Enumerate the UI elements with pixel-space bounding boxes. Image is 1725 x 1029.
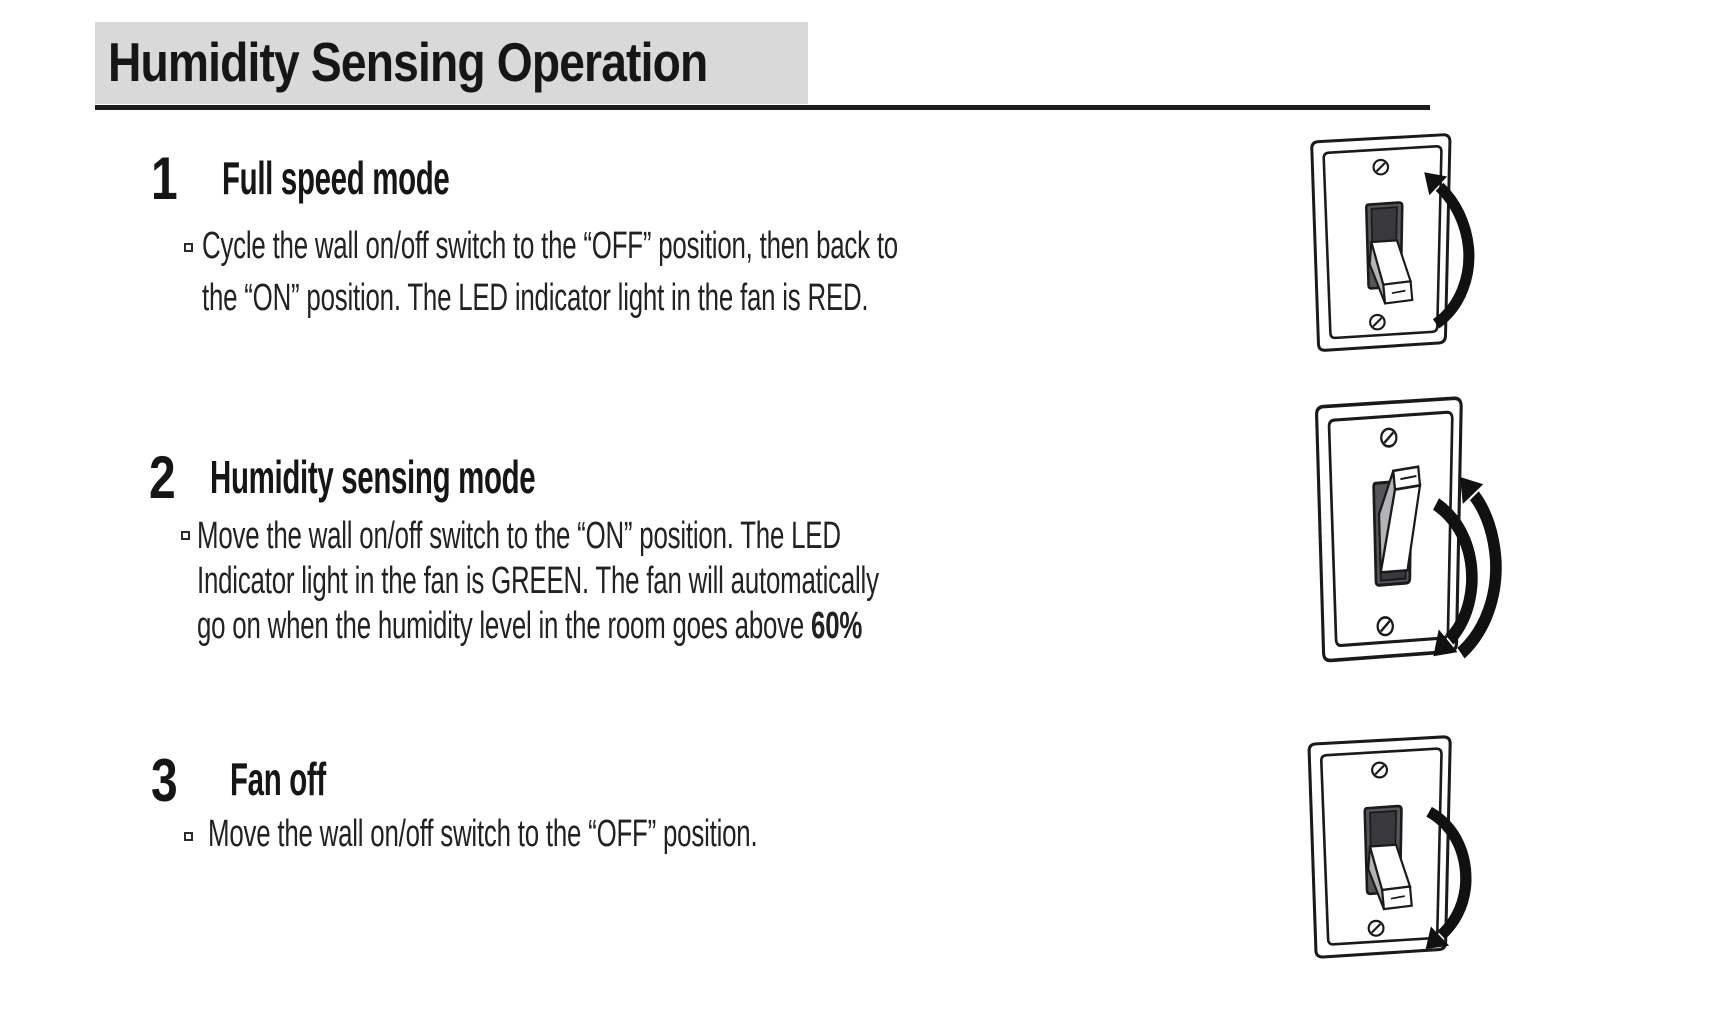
- step-1-line-2: the “ON” position. The LED indicator lig…: [202, 277, 869, 319]
- step-2-line-3: go on when the humidity level in the roo…: [197, 604, 879, 649]
- arrow-up-icon: [1457, 477, 1502, 659]
- title-underline: [95, 105, 1430, 110]
- step-2-heading: Humidity sensing mode: [210, 451, 536, 503]
- illustration-wall-switch-on-cycling: [1297, 390, 1502, 676]
- page-title: Humidity Sensing Operation: [108, 31, 708, 93]
- illustration-wall-switch-cycle-to-on: [1293, 128, 1489, 363]
- bullet-square-icon: [184, 243, 193, 252]
- step-2-line-3-text: go on when the humidity level in the roo…: [197, 605, 812, 647]
- step-3-number: 3: [151, 747, 178, 814]
- step-1-line-1: Cycle the wall on/off switch to the “OFF…: [202, 225, 898, 267]
- wall-switch-graphic: [1310, 133, 1475, 352]
- arrow-down-icon: [1432, 498, 1478, 657]
- step-3-heading: Fan off: [230, 753, 326, 805]
- humidity-threshold-value: 60%: [811, 605, 863, 647]
- step-1-number: 1: [151, 145, 178, 212]
- step-1-body: Cycle the wall on/off switch to the “OFF…: [202, 220, 898, 324]
- bullet-square-icon: [184, 832, 193, 841]
- step-1-heading: Full speed mode: [222, 152, 450, 204]
- step-2-line-1: Move the wall on/off switch to the “ON” …: [197, 515, 841, 557]
- illustration-wall-switch-to-off: [1290, 730, 1490, 970]
- step-2-line-2: Indicator light in the fan is GREEN. The…: [197, 560, 879, 602]
- wall-switch-graphic: [1307, 735, 1472, 959]
- step-2-number: 2: [149, 444, 176, 511]
- step-3-line-1: Move the wall on/off switch to the “OFF”…: [208, 813, 758, 855]
- title-bar: Humidity Sensing Operation: [95, 22, 808, 104]
- arrow-up-icon: [1424, 172, 1475, 329]
- wall-switch-graphic: [1314, 396, 1502, 663]
- step-3-body: Move the wall on/off switch to the “OFF”…: [208, 812, 758, 856]
- arrow-down-icon: [1425, 806, 1472, 950]
- step-2-body: Move the wall on/off switch to the “ON” …: [197, 514, 879, 649]
- bullet-square-icon: [181, 531, 190, 540]
